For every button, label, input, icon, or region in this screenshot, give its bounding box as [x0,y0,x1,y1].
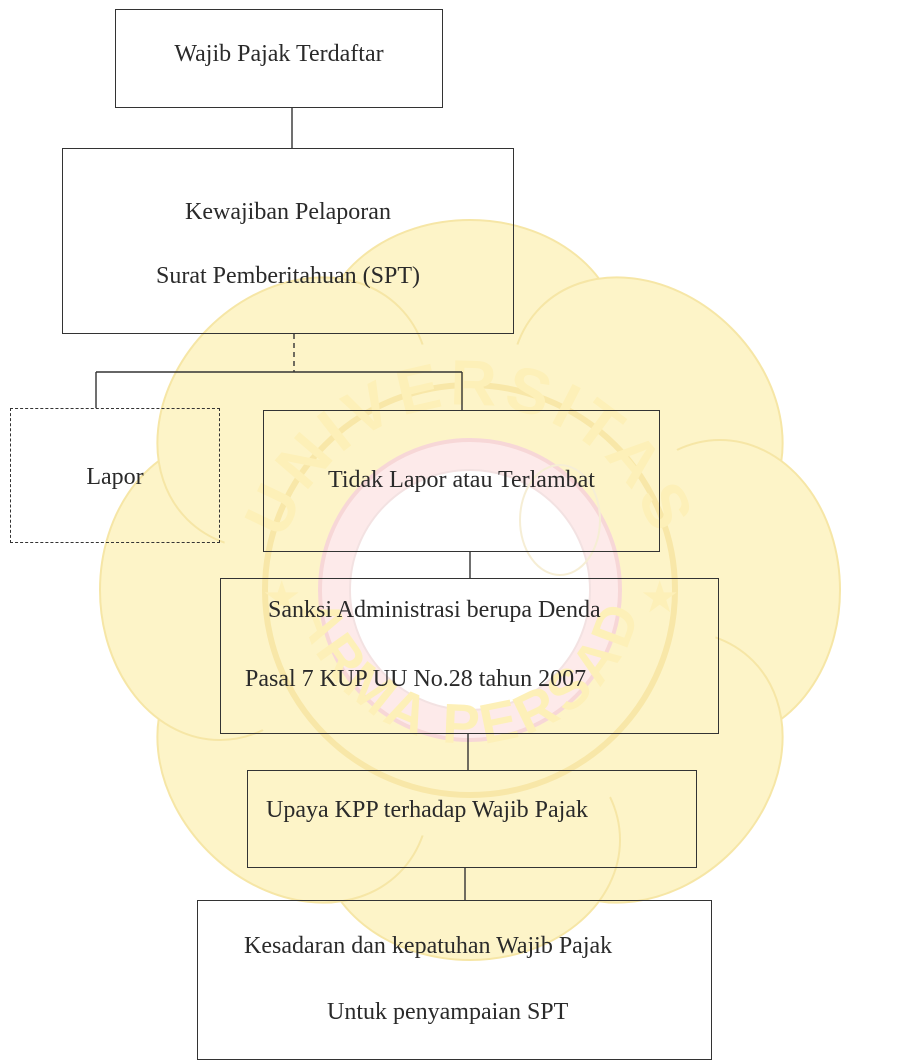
node-awareness-line2: Untuk penyampaian SPT [327,999,569,1025]
node-kpp-effort-box [247,770,697,868]
node-report-box [10,408,220,543]
node-registered-box [115,9,443,108]
node-obligation-box [62,148,514,334]
seal-star-left: ★ [262,572,301,623]
node-awareness-line1: Kesadaran dan kepatuhan Wajib Pajak [244,933,613,959]
node-sanction-line1: Sanksi Administrasi berupa Denda [268,597,601,623]
node-no-report-box [263,410,660,552]
node-obligation-line1: Kewajiban Pelaporan [185,199,391,225]
node-no-report-label: Tidak Lapor atau Terlambat [328,467,595,493]
node-kpp-effort-label: Upaya KPP terhadap Wajib Pajak [266,797,588,823]
seal-ring-inner [349,469,591,711]
node-sanction-line2: Pasal 7 KUP UU No.28 tahun 2007 [245,666,587,692]
seal-emblem [519,464,601,576]
seal-ring-outer [262,382,678,798]
seal-star-right: ★ [640,572,679,623]
node-awareness-box [197,900,712,1060]
node-sanction-box [220,578,719,734]
node-registered-label: Wajib Pajak Terdaftar [174,41,384,67]
node-obligation-line2: Surat Pemberitahuan (SPT) [156,263,420,289]
node-report-label: Lapor [86,464,144,490]
